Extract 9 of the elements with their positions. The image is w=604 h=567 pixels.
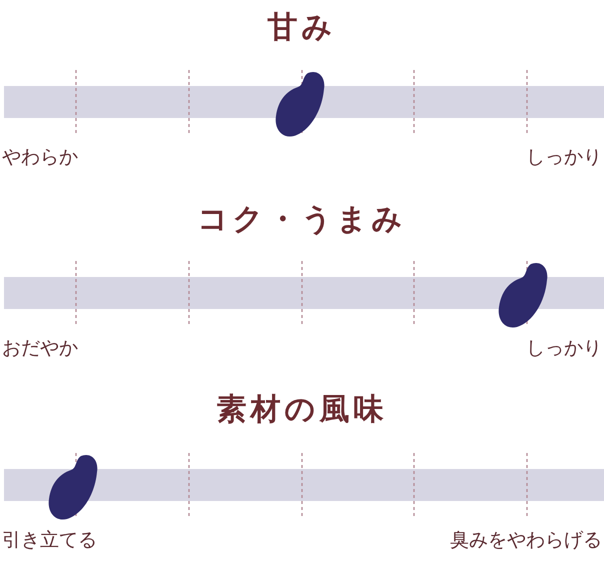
scale-end-label: しっかり — [526, 336, 602, 360]
scale-end-label: おだやか — [2, 336, 78, 360]
scale-end-label: 臭みをやわらげる — [450, 528, 602, 552]
scale-end-label: しっかり — [526, 145, 602, 169]
scale-heading: コク・うまみ — [198, 202, 406, 237]
scale-end-label: 引き立てる — [2, 528, 97, 552]
scale-end-label: やわらか — [2, 145, 78, 169]
scale-heading: 甘み — [268, 10, 336, 45]
scale-heading: 素材の風味 — [216, 392, 388, 427]
